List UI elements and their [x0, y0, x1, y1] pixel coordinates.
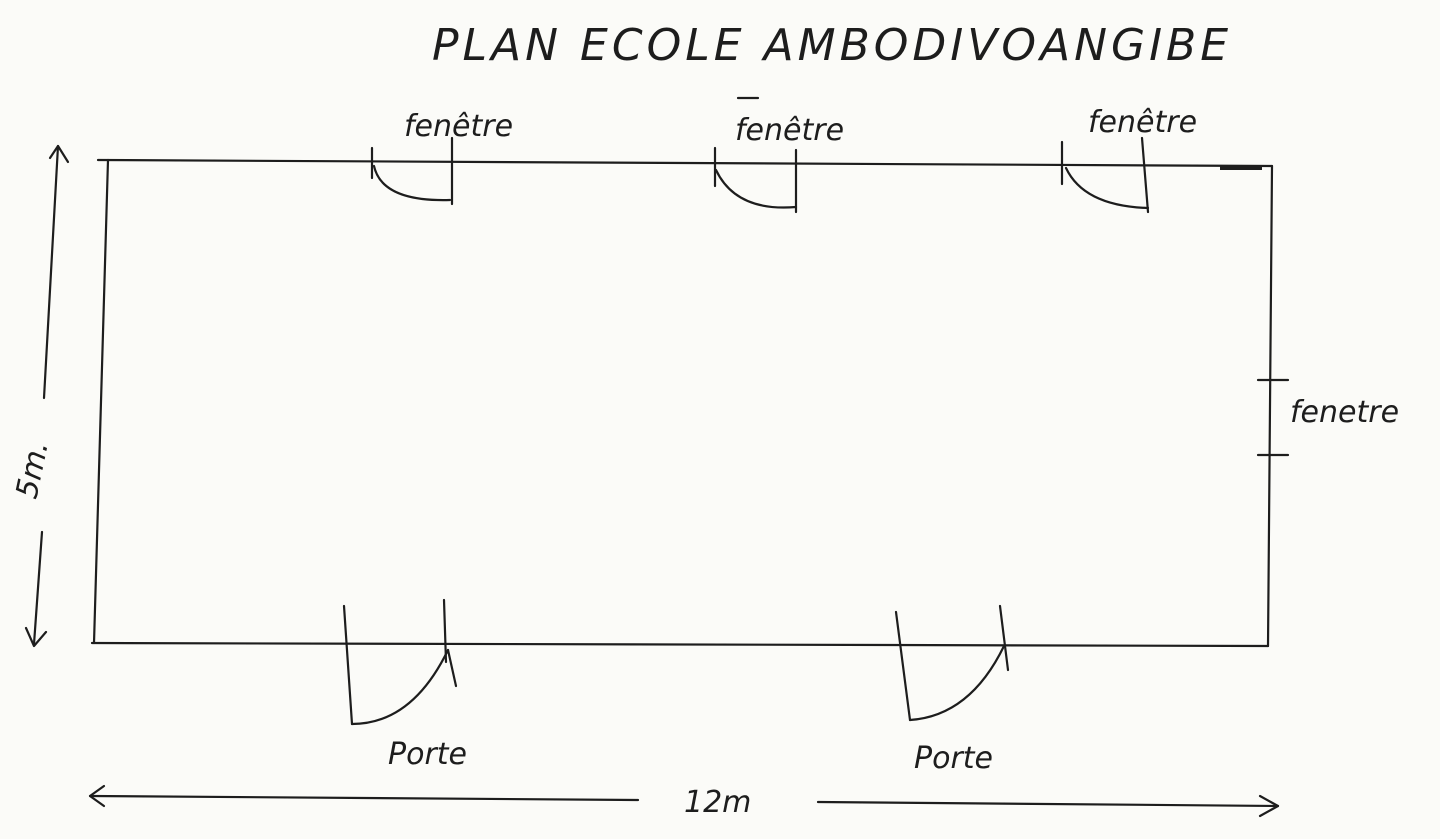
- door-2: [894, 604, 1010, 722]
- window-top-1: [370, 136, 454, 206]
- wall-top: [96, 158, 1274, 168]
- window-top-2-label: fenêtre: [735, 113, 844, 148]
- window-top-3-label: fenêtre: [1088, 105, 1197, 140]
- width-dimension: [88, 784, 1280, 818]
- door-2-label: Porte: [914, 741, 993, 776]
- wall-left: [92, 158, 110, 645]
- window-top-2: [713, 96, 798, 214]
- window-top-3: [1060, 136, 1150, 214]
- height-dimension-label: 5m.: [10, 438, 56, 502]
- width-dimension-label: 12m: [684, 785, 751, 820]
- height-dimension: [24, 144, 70, 648]
- window-top-1-label: fenêtre: [404, 109, 513, 144]
- window-right-label: fenetre: [1290, 395, 1399, 430]
- door-1: [342, 598, 458, 726]
- window-right: [1256, 378, 1290, 457]
- plan-title: PLAN ECOLE AMBODIVOANGIBE: [432, 20, 1232, 71]
- door-1-label: Porte: [388, 737, 467, 772]
- wall-bottom: [90, 641, 1270, 648]
- room-walls: [90, 158, 1274, 648]
- wall-right: [1266, 164, 1274, 648]
